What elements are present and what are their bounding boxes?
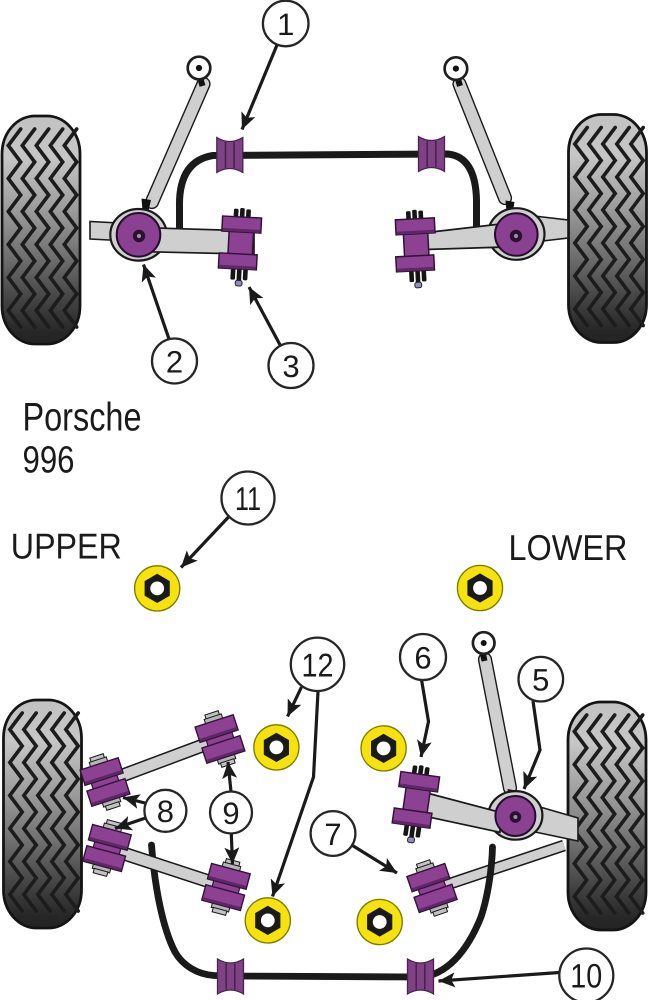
svg-text:7: 7 xyxy=(324,817,341,852)
svg-text:5: 5 xyxy=(532,663,549,698)
svg-text:1: 1 xyxy=(277,7,294,42)
svg-text:9: 9 xyxy=(222,796,239,831)
svg-text:11: 11 xyxy=(235,480,261,517)
svg-text:3: 3 xyxy=(282,349,299,384)
svg-text:2: 2 xyxy=(166,344,183,379)
svg-text:Porsche: Porsche xyxy=(23,396,142,440)
svg-text:6: 6 xyxy=(414,640,431,675)
svg-text:996: 996 xyxy=(23,440,75,482)
svg-text:LOWER: LOWER xyxy=(509,527,628,568)
svg-text:UPPER: UPPER xyxy=(11,526,122,567)
svg-text:8: 8 xyxy=(157,794,174,829)
svg-text:10: 10 xyxy=(570,958,602,996)
svg-text:12: 12 xyxy=(302,646,334,683)
